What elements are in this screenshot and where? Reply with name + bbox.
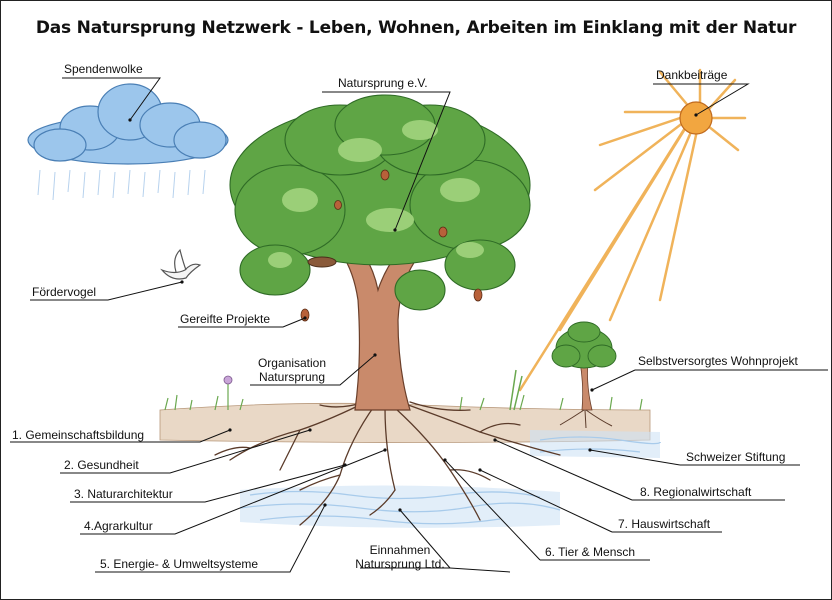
label-tier-mensch: 6. Tier & Mensch <box>545 545 636 559</box>
acorn-icons <box>300 169 483 322</box>
canopy-highlights <box>268 120 484 268</box>
small-water-fill <box>530 430 660 458</box>
label-energie-umweltsysteme: 5. Energie- & Umweltsysteme <box>100 557 259 571</box>
roots <box>214 399 561 526</box>
soil <box>159 402 651 443</box>
label-organisation: Organisation Natursprung <box>246 356 338 384</box>
label-einnahmen-line2: Natursprung Ltd. <box>355 557 445 571</box>
label-hauswirtschaft: 7. Hauswirtschaft <box>618 517 711 531</box>
label-gesundheit: 2. Gesundheit <box>64 458 139 472</box>
leader-dots <box>128 113 698 512</box>
label-gemeinschaftsbildung: 1. Gemeinschaftsbildung <box>12 428 145 442</box>
label-foerdervogel: Fördervogel <box>32 285 97 299</box>
flower-icon <box>223 375 233 410</box>
cloud <box>27 83 229 165</box>
label-natursprung-ev: Natursprung e.V. <box>338 76 428 90</box>
nest-icon <box>307 256 337 268</box>
label-organisation-line2: Natursprung <box>258 370 326 384</box>
diagram-title: Das Natursprung Netzwerk - Leben, Wohnen… <box>35 18 797 38</box>
label-organisation-line1: Organisation <box>257 356 327 370</box>
water-fill <box>240 485 560 528</box>
label-einnahmen: Einnahmen Natursprung Ltd. <box>345 543 455 571</box>
label-spendenwolke: Spendenwolke <box>64 62 143 76</box>
grass <box>164 369 643 411</box>
label-schweizer-stiftung: Schweizer Stiftung <box>686 450 786 464</box>
label-naturarchitektur: 3. Naturarchitektur <box>74 487 173 501</box>
canopy <box>229 94 531 311</box>
bird-icon <box>160 248 202 280</box>
label-regionalwirtschaft: 8. Regionalwirtschaft <box>640 485 752 499</box>
sun-rays <box>518 68 747 392</box>
label-dankbeitraege: Dankbeiträge <box>656 68 728 82</box>
label-gereifte-projekte: Gereifte Projekte <box>180 312 271 326</box>
label-einnahmen-line1: Einnahmen <box>369 543 431 557</box>
label-selbstversorgtes-wohnprojekt: Selbstversorgtes Wohnprojekt <box>638 354 798 368</box>
rain <box>37 169 206 201</box>
leader-lines <box>10 77 828 573</box>
sun <box>679 101 713 135</box>
small-tree <box>551 321 617 429</box>
label-agrarkultur: 4.Agrarkultur <box>84 519 153 533</box>
